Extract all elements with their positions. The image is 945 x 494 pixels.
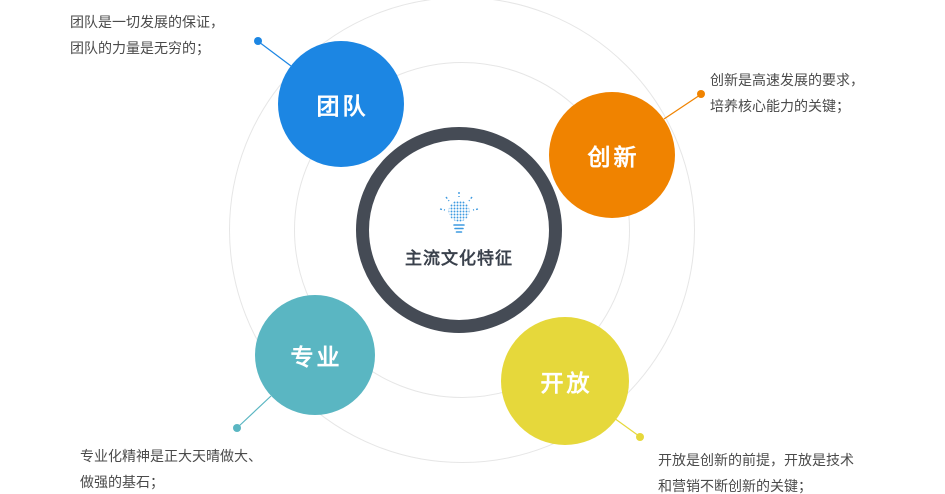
connector-dot-innovation [697,90,705,98]
circle-open-label: 开放 [540,370,593,396]
center-hub: 主流文化特征 [356,127,562,333]
note-open: 开放是创新的前提，开放是技术 和营销不断创新的关键； [658,447,854,494]
circle-open: 开放 [501,317,629,445]
note-innovation-line2: 培养核心能力的关键； [710,98,850,114]
connector-line-team [258,41,292,67]
connector-line-open [613,417,640,437]
background-ring-outer [229,0,695,463]
center-title: 主流文化特征 [405,248,513,268]
note-team: 团队是一切发展的保证， 团队的力量是无穷的； [70,9,224,61]
note-open-line2: 和营销不断创新的关键； [658,478,812,494]
circle-team: 团队 [278,41,404,167]
circle-innovation: 创新 [549,92,675,218]
circle-team-label: 团队 [316,93,369,119]
note-innovation: 创新是高速发展的要求， 培养核心能力的关键； [710,67,864,119]
connector-dot-open [636,433,644,441]
circle-innovation-label: 创新 [587,144,640,170]
note-professional-line1: 专业化精神是正大天晴做大、 [80,448,262,464]
lightbulb-icon [439,191,479,233]
connector-dot-team [254,37,262,45]
connector-dot-professional [233,424,241,432]
circle-professional-label: 专业 [290,344,343,370]
note-professional-line2: 做强的基石； [80,474,164,490]
background-ring-inner [294,62,630,398]
connector-line-professional [237,395,272,428]
note-innovation-line1: 创新是高速发展的要求， [710,72,864,88]
connector-line-innovation [663,94,701,120]
circle-professional: 专业 [255,295,375,415]
note-team-line2: 团队的力量是无穷的； [70,40,210,56]
note-professional: 专业化精神是正大天晴做大、 做强的基石； [80,443,262,494]
note-team-line1: 团队是一切发展的保证， [70,14,224,30]
note-open-line1: 开放是创新的前提，开放是技术 [658,452,854,468]
